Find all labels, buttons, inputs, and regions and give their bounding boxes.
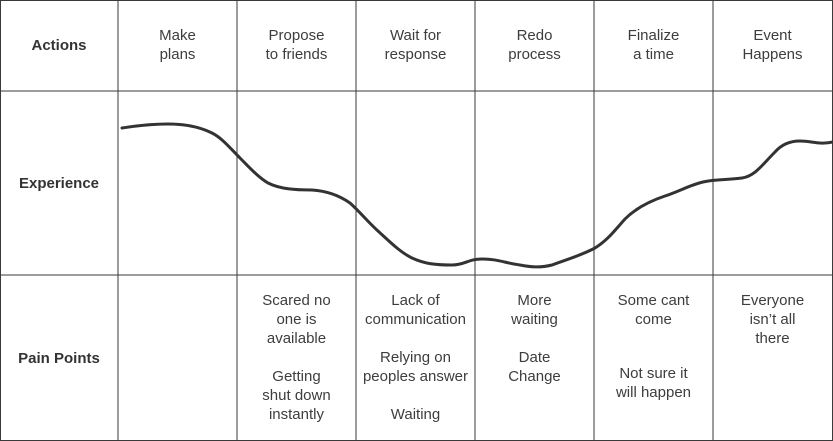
action-cell-3: Wait for response	[356, 26, 475, 64]
pain-cell-2: Scared no one is available Getting shut …	[237, 291, 356, 424]
pain-not-sure: Not sure it will happen	[615, 365, 692, 401]
action-cell-2: Propose to friends	[237, 26, 356, 64]
pain-scared: Scared no one is available	[262, 292, 331, 347]
action-cell-5: Finalize a time	[594, 26, 713, 64]
action-cell-6: Event Happens	[713, 26, 832, 64]
pain-shut-down: Getting shut down instantly	[262, 368, 331, 423]
pain-relying: Relying on peoples answer	[362, 349, 469, 385]
action-wait: Wait for response	[384, 27, 447, 63]
row-label-experience-text: Experience	[18, 174, 100, 192]
row-label-pain-points: Pain Points	[0, 275, 118, 441]
pain-cell-3: Lack of communication Relying on peoples…	[356, 291, 475, 424]
pain-lack-communication: Lack of communication	[365, 292, 466, 328]
action-propose: Propose to friends	[265, 27, 328, 63]
row-label-actions-text: Actions	[31, 37, 87, 54]
pain-more-waiting: More waiting	[511, 292, 558, 328]
row-label-experience: Experience	[0, 91, 118, 275]
action-finalize: Finalize a time	[627, 27, 680, 63]
action-make-plans: Make plans	[159, 27, 196, 63]
pain-cell-5: Some cant come Not sure it will happen	[594, 291, 713, 402]
action-cell-4: Redo process	[475, 26, 594, 64]
row-label-actions: Actions	[0, 0, 118, 91]
row-label-pain-points-text: Pain Points	[18, 349, 100, 367]
pain-waiting: Waiting	[390, 406, 441, 423]
pain-date-change: Date Change	[508, 349, 561, 385]
action-cell-1: Make plans	[118, 26, 237, 64]
action-redo: Redo process	[508, 27, 561, 63]
action-event: Event Happens	[742, 27, 803, 63]
pain-some-cant-come: Some cant come	[617, 292, 690, 328]
pain-cell-6: Everyone isn’t all there	[713, 291, 832, 348]
pain-cell-4: More waiting Date Change	[475, 291, 594, 386]
pain-everyone: Everyone isn’t all there	[740, 292, 805, 347]
experience-curve	[120, 122, 833, 269]
